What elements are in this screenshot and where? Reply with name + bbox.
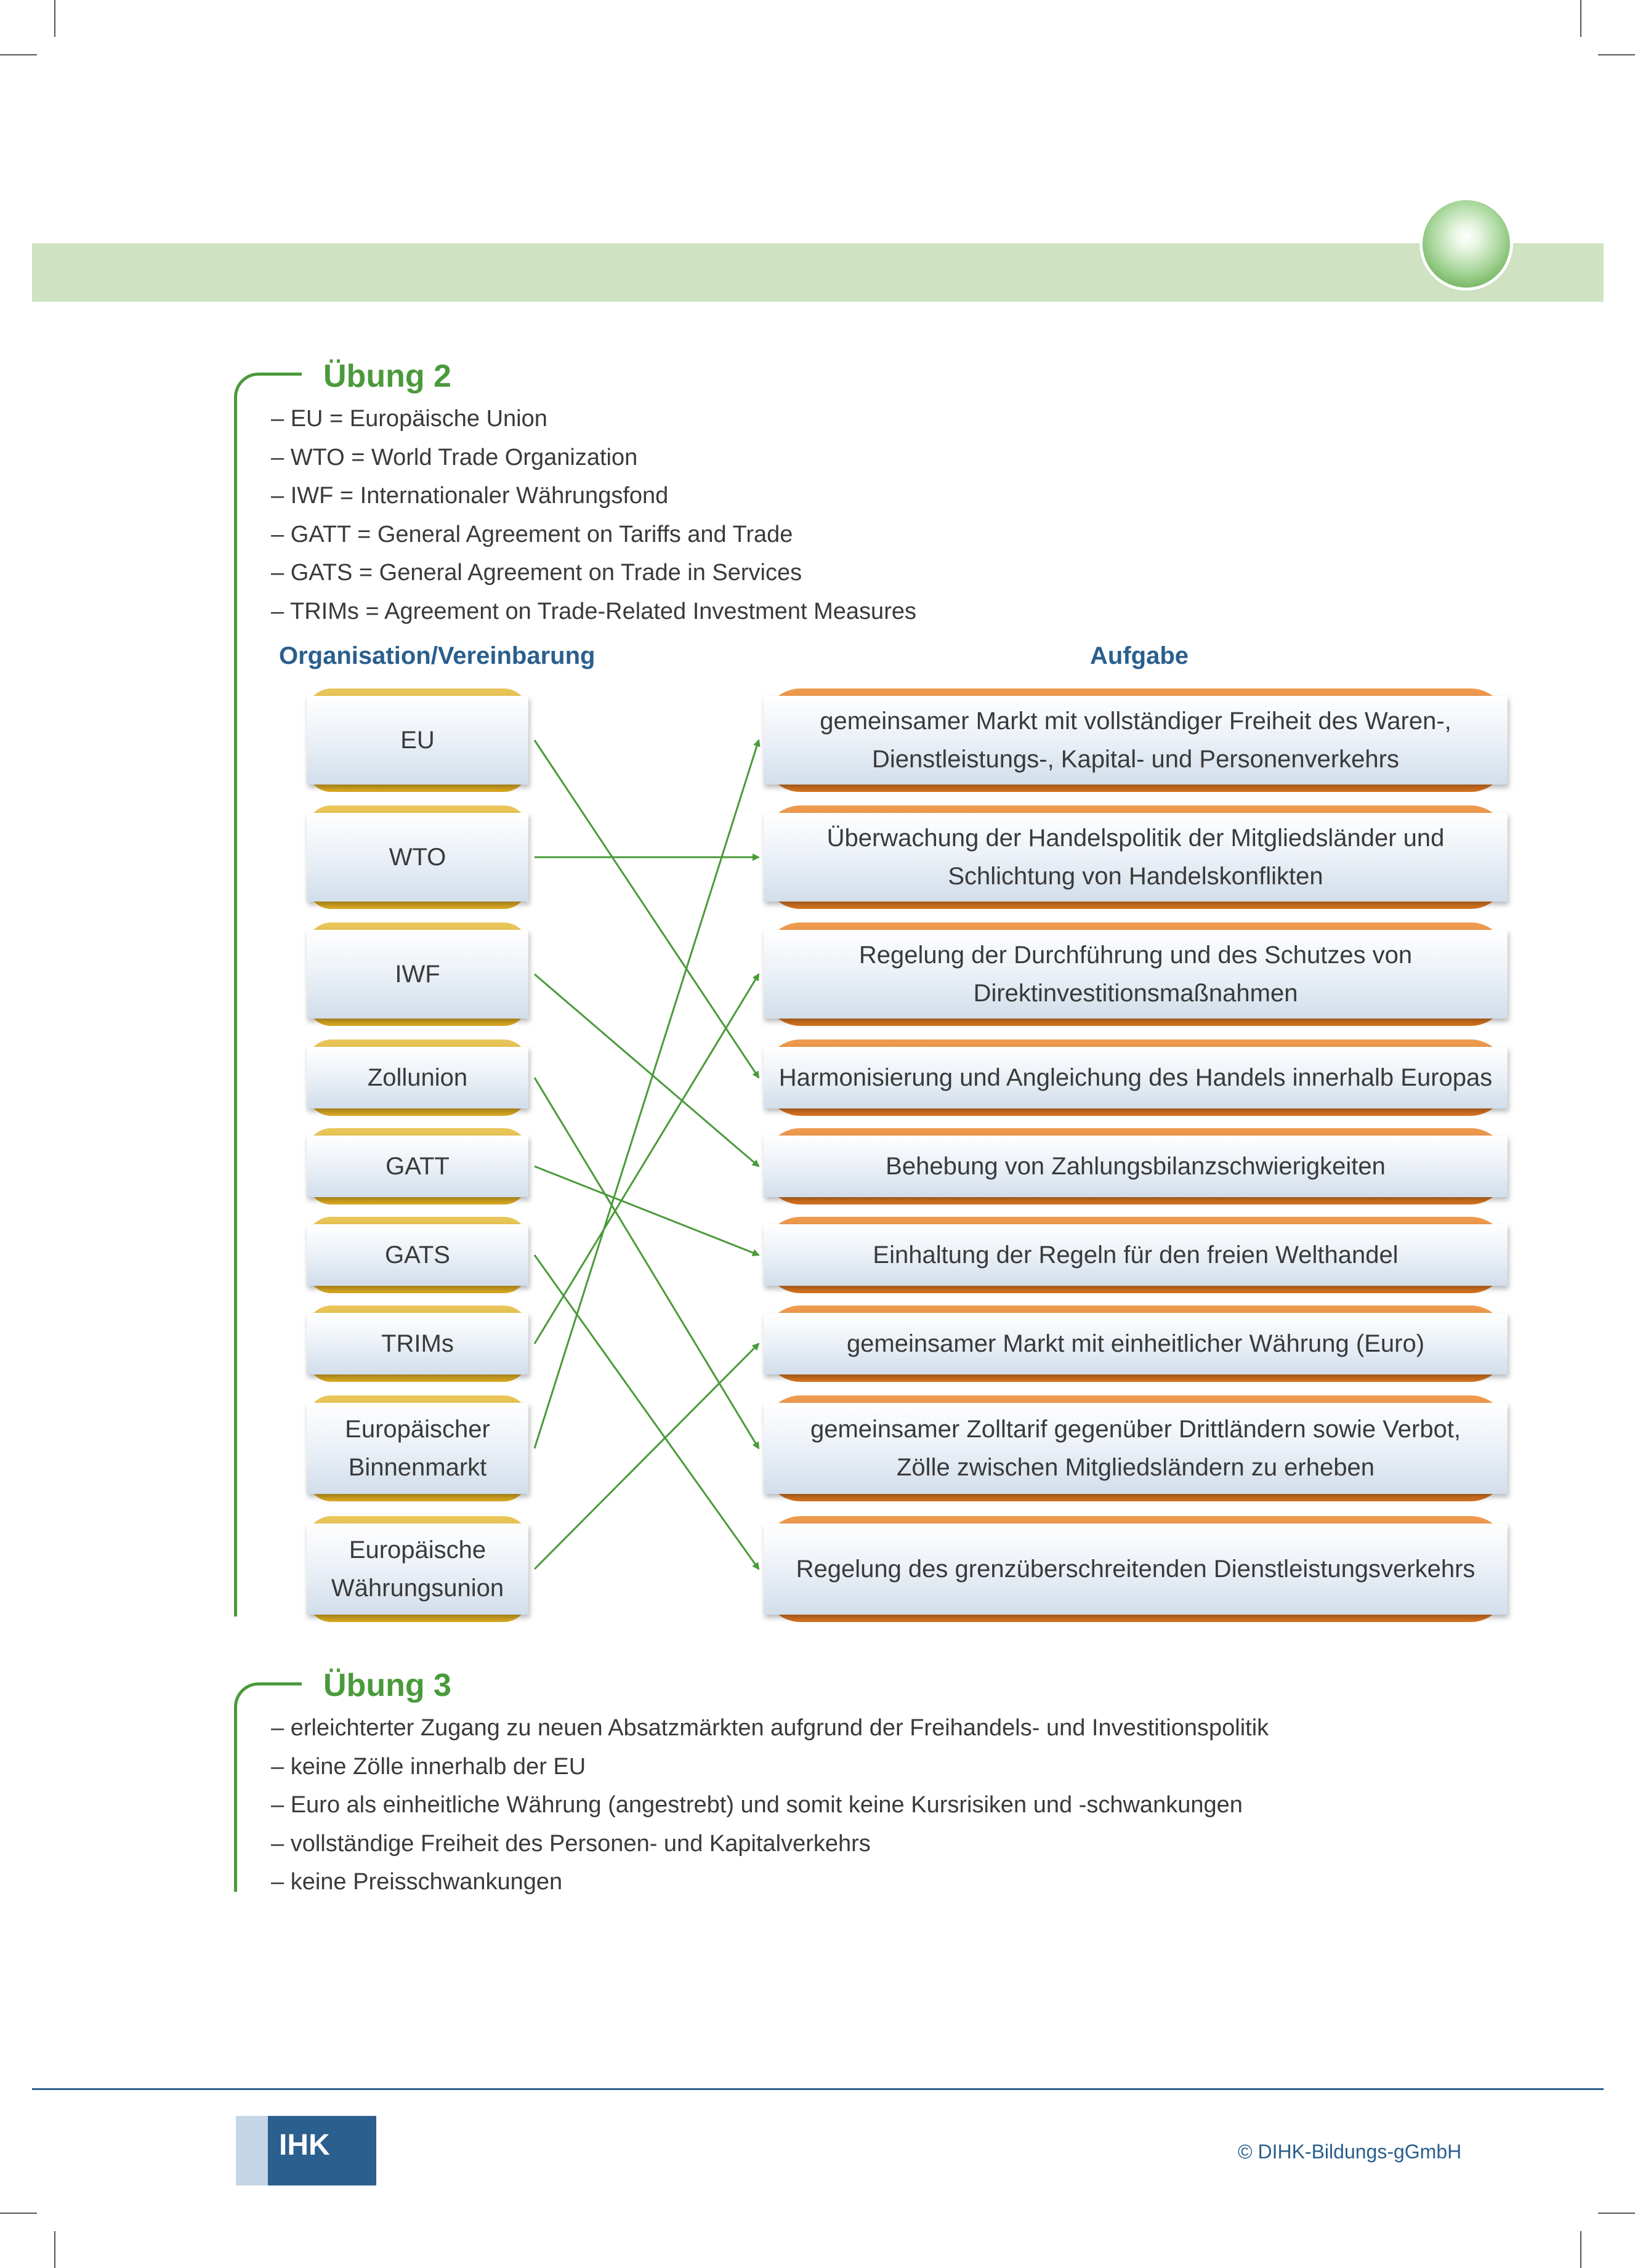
organisation-box: Europäische Währungsunion [307, 1523, 528, 1615]
connector-arrow [533, 973, 760, 1344]
organisation-label: EU [400, 727, 435, 754]
organisation-box: GATT [307, 1136, 528, 1197]
task-label: gemeinsamer Markt mit einheitlicher Währ… [846, 1330, 1425, 1357]
list-item: erleichterter Zugang zu neuen Absatzmärk… [271, 1709, 1269, 1748]
crop-mark [1598, 54, 1635, 55]
exercise2-heading: Übung 2 [323, 358, 451, 394]
header-band [32, 243, 1604, 302]
organisation-box: TRIMs [307, 1313, 528, 1374]
organisation-label: GATS [385, 1241, 450, 1269]
task-label: Zölle zwischen Mitgliedsländern zu erheb… [897, 1454, 1375, 1481]
task-label: Überwachung der Handelspolitik der Mitgl… [826, 825, 1445, 852]
task-label: Schlichtung von Handelskonflikten [948, 863, 1323, 890]
crop-mark [1580, 0, 1581, 37]
organisation-label: Währungsunion [331, 1575, 504, 1602]
list-item: EU = Europäische Union [271, 400, 916, 438]
organisation-label: WTO [389, 844, 446, 871]
advantages-list: erleichterter Zugang zu neuen Absatzmärk… [271, 1709, 1269, 1902]
list-item: keine Preisschwankungen [271, 1863, 1269, 1902]
task-box: Regelung des grenzüberschreitenden Diens… [764, 1523, 1508, 1615]
organisation-box: IWF [307, 930, 528, 1019]
exercise3-heading: Übung 3 [323, 1668, 451, 1703]
organisation-box: WTO [307, 813, 528, 902]
copyright: © DIHK-Bildungs-gGmbH [1238, 2141, 1462, 2163]
organisation-box: EU [307, 696, 528, 785]
task-box: Harmonisierung und Angleichung des Hande… [764, 1047, 1508, 1108]
crop-mark [0, 54, 37, 55]
column-header-task: Aufgabe [1090, 642, 1189, 669]
task-box: Behebung von Zahlungsbilanzschwierigkeit… [764, 1136, 1508, 1197]
crop-mark [54, 0, 55, 37]
organisation-label: Zollunion [367, 1064, 468, 1091]
crop-mark [1580, 2231, 1581, 2268]
organisation-box: Zollunion [307, 1047, 528, 1108]
organisation-label: Europäische [349, 1536, 486, 1564]
list-item: keine Zölle innerhalb der EU [271, 1748, 1269, 1786]
organisation-box: Europäischer Binnenmarkt [307, 1403, 528, 1494]
connector-arrow [533, 1077, 760, 1450]
task-box: Regelung der Durchführung und des Schutz… [764, 930, 1508, 1019]
task-label: gemeinsamer Zolltarif gegenüber Drittlän… [810, 1416, 1461, 1443]
connector-arrow [533, 1342, 760, 1570]
organisation-box: GATS [307, 1224, 528, 1286]
exercise2-bracket [234, 373, 302, 1616]
task-box: gemeinsamer Markt mit einheitlicher Währ… [764, 1313, 1508, 1374]
task-label: Direktinvestitionsmaßnahmen [973, 980, 1298, 1007]
task-label: gemeinsamer Markt mit vollständiger Frei… [820, 708, 1451, 735]
connector-arrow [534, 973, 760, 1168]
task-label: Regelung der Durchführung und des Schutz… [858, 942, 1413, 969]
connector-arrow [534, 1165, 760, 1256]
footer-divider [32, 2088, 1604, 2090]
list-item: GATT = General Agreement on Tariffs and … [271, 515, 916, 554]
exercise3-bracket [234, 1682, 302, 1892]
task-label: Harmonisierung und Angleichung des Hande… [778, 1064, 1493, 1091]
connector-arrow [533, 740, 760, 1079]
abbreviation-list: EU = Europäische Union WTO = World Trade… [271, 400, 916, 631]
organisation-label: TRIMs [381, 1330, 454, 1357]
organisation-label: GATT [386, 1153, 450, 1180]
column-header-organisation: Organisation/Vereinbarung [279, 642, 595, 669]
task-label: Behebung von Zahlungsbilanzschwierigkeit… [886, 1153, 1386, 1180]
organisation-label: Europäischer [345, 1416, 490, 1443]
list-item: IWF = Internationaler Währungsfond [271, 477, 916, 515]
task-box: gemeinsamer Markt mit vollständiger Frei… [764, 696, 1508, 785]
crop-mark [0, 2213, 37, 2214]
task-box: Einhaltung der Regeln für den freien Wel… [764, 1224, 1508, 1286]
task-box: Überwachung der Handelspolitik der Mitgl… [764, 813, 1508, 902]
organisation-label: Binnenmarkt [348, 1454, 487, 1481]
ihk-logo: IHK [236, 2116, 376, 2185]
crop-mark [1598, 2213, 1635, 2214]
task-label: Regelung des grenzüberschreitenden Diens… [796, 1556, 1476, 1583]
task-label: Dienstleistungs-, Kapital- und Personenv… [872, 746, 1399, 773]
connector-arrow [533, 1254, 760, 1570]
connector-arrow [533, 739, 761, 1449]
crop-mark [54, 2231, 55, 2268]
task-box: gemeinsamer Zolltarif gegenüber Drittlän… [764, 1403, 1508, 1494]
list-item: TRIMs = Agreement on Trade-Related Inves… [271, 592, 916, 631]
organisation-label: IWF [395, 961, 440, 988]
list-item: vollständige Freiheit des Personen- und … [271, 1825, 1269, 1863]
green-ball-icon [1423, 200, 1510, 288]
task-label: Einhaltung der Regeln für den freien Wel… [873, 1241, 1399, 1269]
list-item: GATS = General Agreement on Trade in Ser… [271, 554, 916, 592]
list-item: WTO = World Trade Organization [271, 438, 916, 477]
list-item: Euro als einheitliche Währung (angestreb… [271, 1786, 1269, 1825]
ihk-logo-text: IHK [279, 2129, 330, 2161]
